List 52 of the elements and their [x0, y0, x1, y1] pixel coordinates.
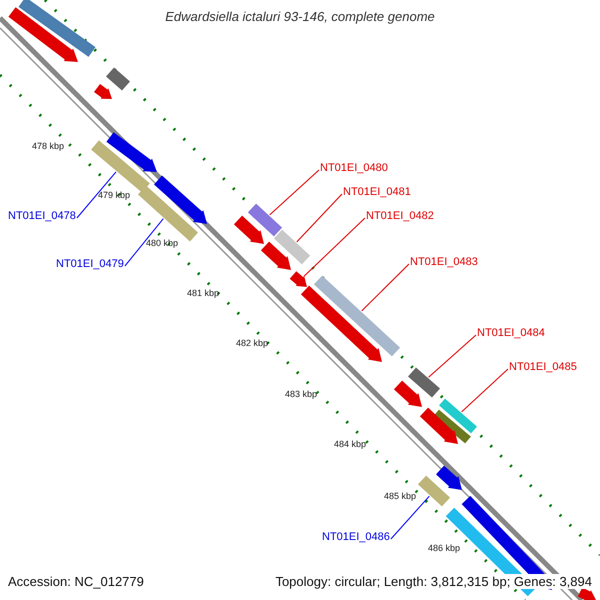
scale-label: 481 kbp [187, 288, 220, 298]
leader-line [124, 218, 164, 266]
gene-feature [234, 216, 264, 244]
gene-label: NT01EI_0483 [410, 256, 478, 268]
info-text: Topology: circular; Length: 3,812,315 bp; Genes: 3,894 [275, 574, 592, 589]
gene-feature [106, 132, 157, 172]
gene-feature [418, 476, 450, 506]
gene-feature [439, 398, 477, 434]
leader-line [269, 170, 320, 216]
scale-label: 478 kbp [32, 141, 64, 151]
gene-label: NT01EI_0482 [366, 210, 434, 222]
gene-feature [578, 588, 596, 600]
gene-label: NT01EI_0478 [8, 210, 76, 222]
gene-feature [420, 408, 458, 444]
scale-label: 480 kbp [146, 238, 178, 248]
gene-feature [408, 368, 440, 398]
gene-label: NT01EI_0481 [343, 186, 411, 198]
scale-label: 483 kbp [285, 389, 318, 399]
scale-label: 479 kbp [98, 190, 130, 200]
scale-label: 482 kbp [236, 338, 268, 348]
leader-line [76, 171, 116, 218]
leader-line [361, 264, 410, 312]
title: Edwardsiella ictaluri 93-146, complete genome [164, 9, 436, 24]
gene-feature [138, 186, 198, 242]
leader-line [303, 218, 366, 277]
gene-label: NT01EI_0485 [509, 361, 577, 373]
gene-label: NT01EI_0480 [320, 162, 388, 174]
info-text: Accession: NC_012779 [8, 574, 144, 589]
leader-line [428, 334, 476, 378]
gene-feature [18, 0, 96, 57]
gene-feature [260, 242, 291, 270]
gene-feature [394, 380, 422, 407]
scale-label: 484 kbp [334, 439, 366, 449]
gene-feature [274, 230, 310, 264]
gene-label: NT01EI_0484 [477, 327, 545, 339]
gene-feature [300, 286, 382, 362]
gene-feature [436, 466, 462, 490]
gene-label: NT01EI_0486 [322, 531, 390, 543]
gene-feature [314, 276, 400, 356]
leader-line [461, 368, 508, 412]
gene-feature [94, 84, 112, 99]
gene-feature [290, 271, 307, 287]
gene-feature [106, 68, 130, 90]
scale-label: 485 kbp [384, 491, 416, 501]
leader-line [296, 194, 342, 242]
gene-label: NT01EI_0479 [56, 258, 124, 270]
gene-feature [248, 204, 282, 236]
leader-line [390, 496, 430, 540]
gene-feature [8, 7, 78, 62]
scale-label: 486 kbp [428, 543, 460, 553]
gene-feature [154, 176, 207, 224]
gene-feature [91, 140, 150, 193]
